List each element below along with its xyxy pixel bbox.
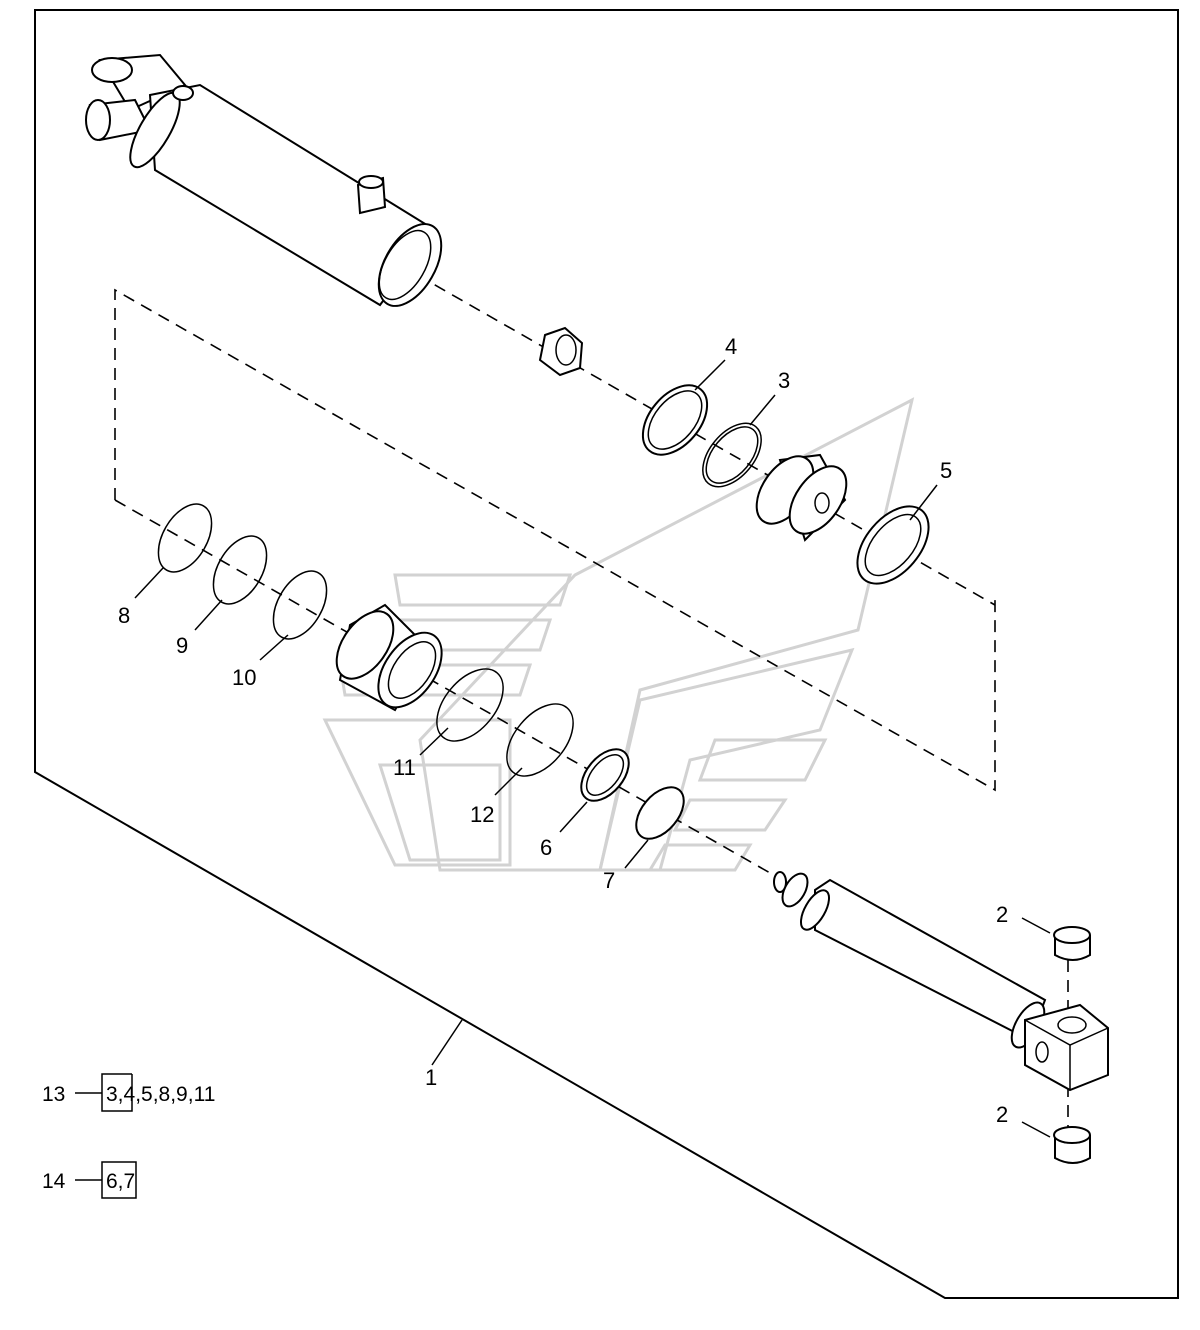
callout-9: 9 (176, 633, 188, 658)
kit-14-number: 14 (42, 1170, 66, 1193)
bushing-lower (1053, 1126, 1091, 1164)
ring-part-10 (272, 570, 328, 640)
piston (755, 453, 848, 542)
kit-14-legend: 14 6,7 (42, 1161, 137, 1199)
bushing-upper (1053, 926, 1091, 961)
ring-part-4 (641, 384, 709, 456)
leader-lines (134, 359, 1051, 1138)
kit-14-parts: 6,7 (106, 1170, 135, 1193)
callout-4: 4 (725, 334, 737, 359)
callout-1: 1 (425, 1065, 437, 1090)
callout-12: 12 (470, 802, 494, 827)
o-ring-part-3 (702, 422, 762, 488)
cylinder-barrel (85, 53, 443, 307)
ring-part-8 (157, 503, 213, 573)
o-ring-part-11 (436, 668, 504, 742)
callout-5: 5 (940, 458, 952, 483)
seal-part-5 (856, 505, 930, 585)
callout-2-upper: 2 (996, 902, 1008, 927)
ring-part-12 (506, 703, 574, 777)
ring-part-9 (212, 535, 268, 605)
callout-11: 11 (393, 755, 416, 780)
piston-rod (773, 871, 1109, 1092)
diagram-border (34, 9, 1179, 1299)
kit-13-legend: 13 3,4,5,8,9,11 (42, 1073, 215, 1112)
seal-part-7 (635, 786, 685, 840)
gland (335, 603, 443, 712)
callout-10: 10 (232, 665, 256, 690)
callout-7: 7 (603, 868, 615, 893)
callout-8: 8 (118, 603, 130, 628)
callout-3: 3 (778, 368, 790, 393)
kit-13-parts: 3,4,5,8,9,11 (106, 1083, 215, 1106)
kit-13-number: 13 (42, 1083, 65, 1106)
callout-labels: 1 2 2 3 4 5 6 7 8 9 10 11 12 (118, 334, 1008, 1127)
assembly-lines (114, 264, 1069, 1130)
hex-nut (538, 326, 584, 377)
callout-6: 6 (540, 835, 552, 860)
wiper-part-6 (580, 748, 630, 802)
callout-2-lower: 2 (996, 1102, 1008, 1127)
watermark-logo (322, 397, 915, 872)
